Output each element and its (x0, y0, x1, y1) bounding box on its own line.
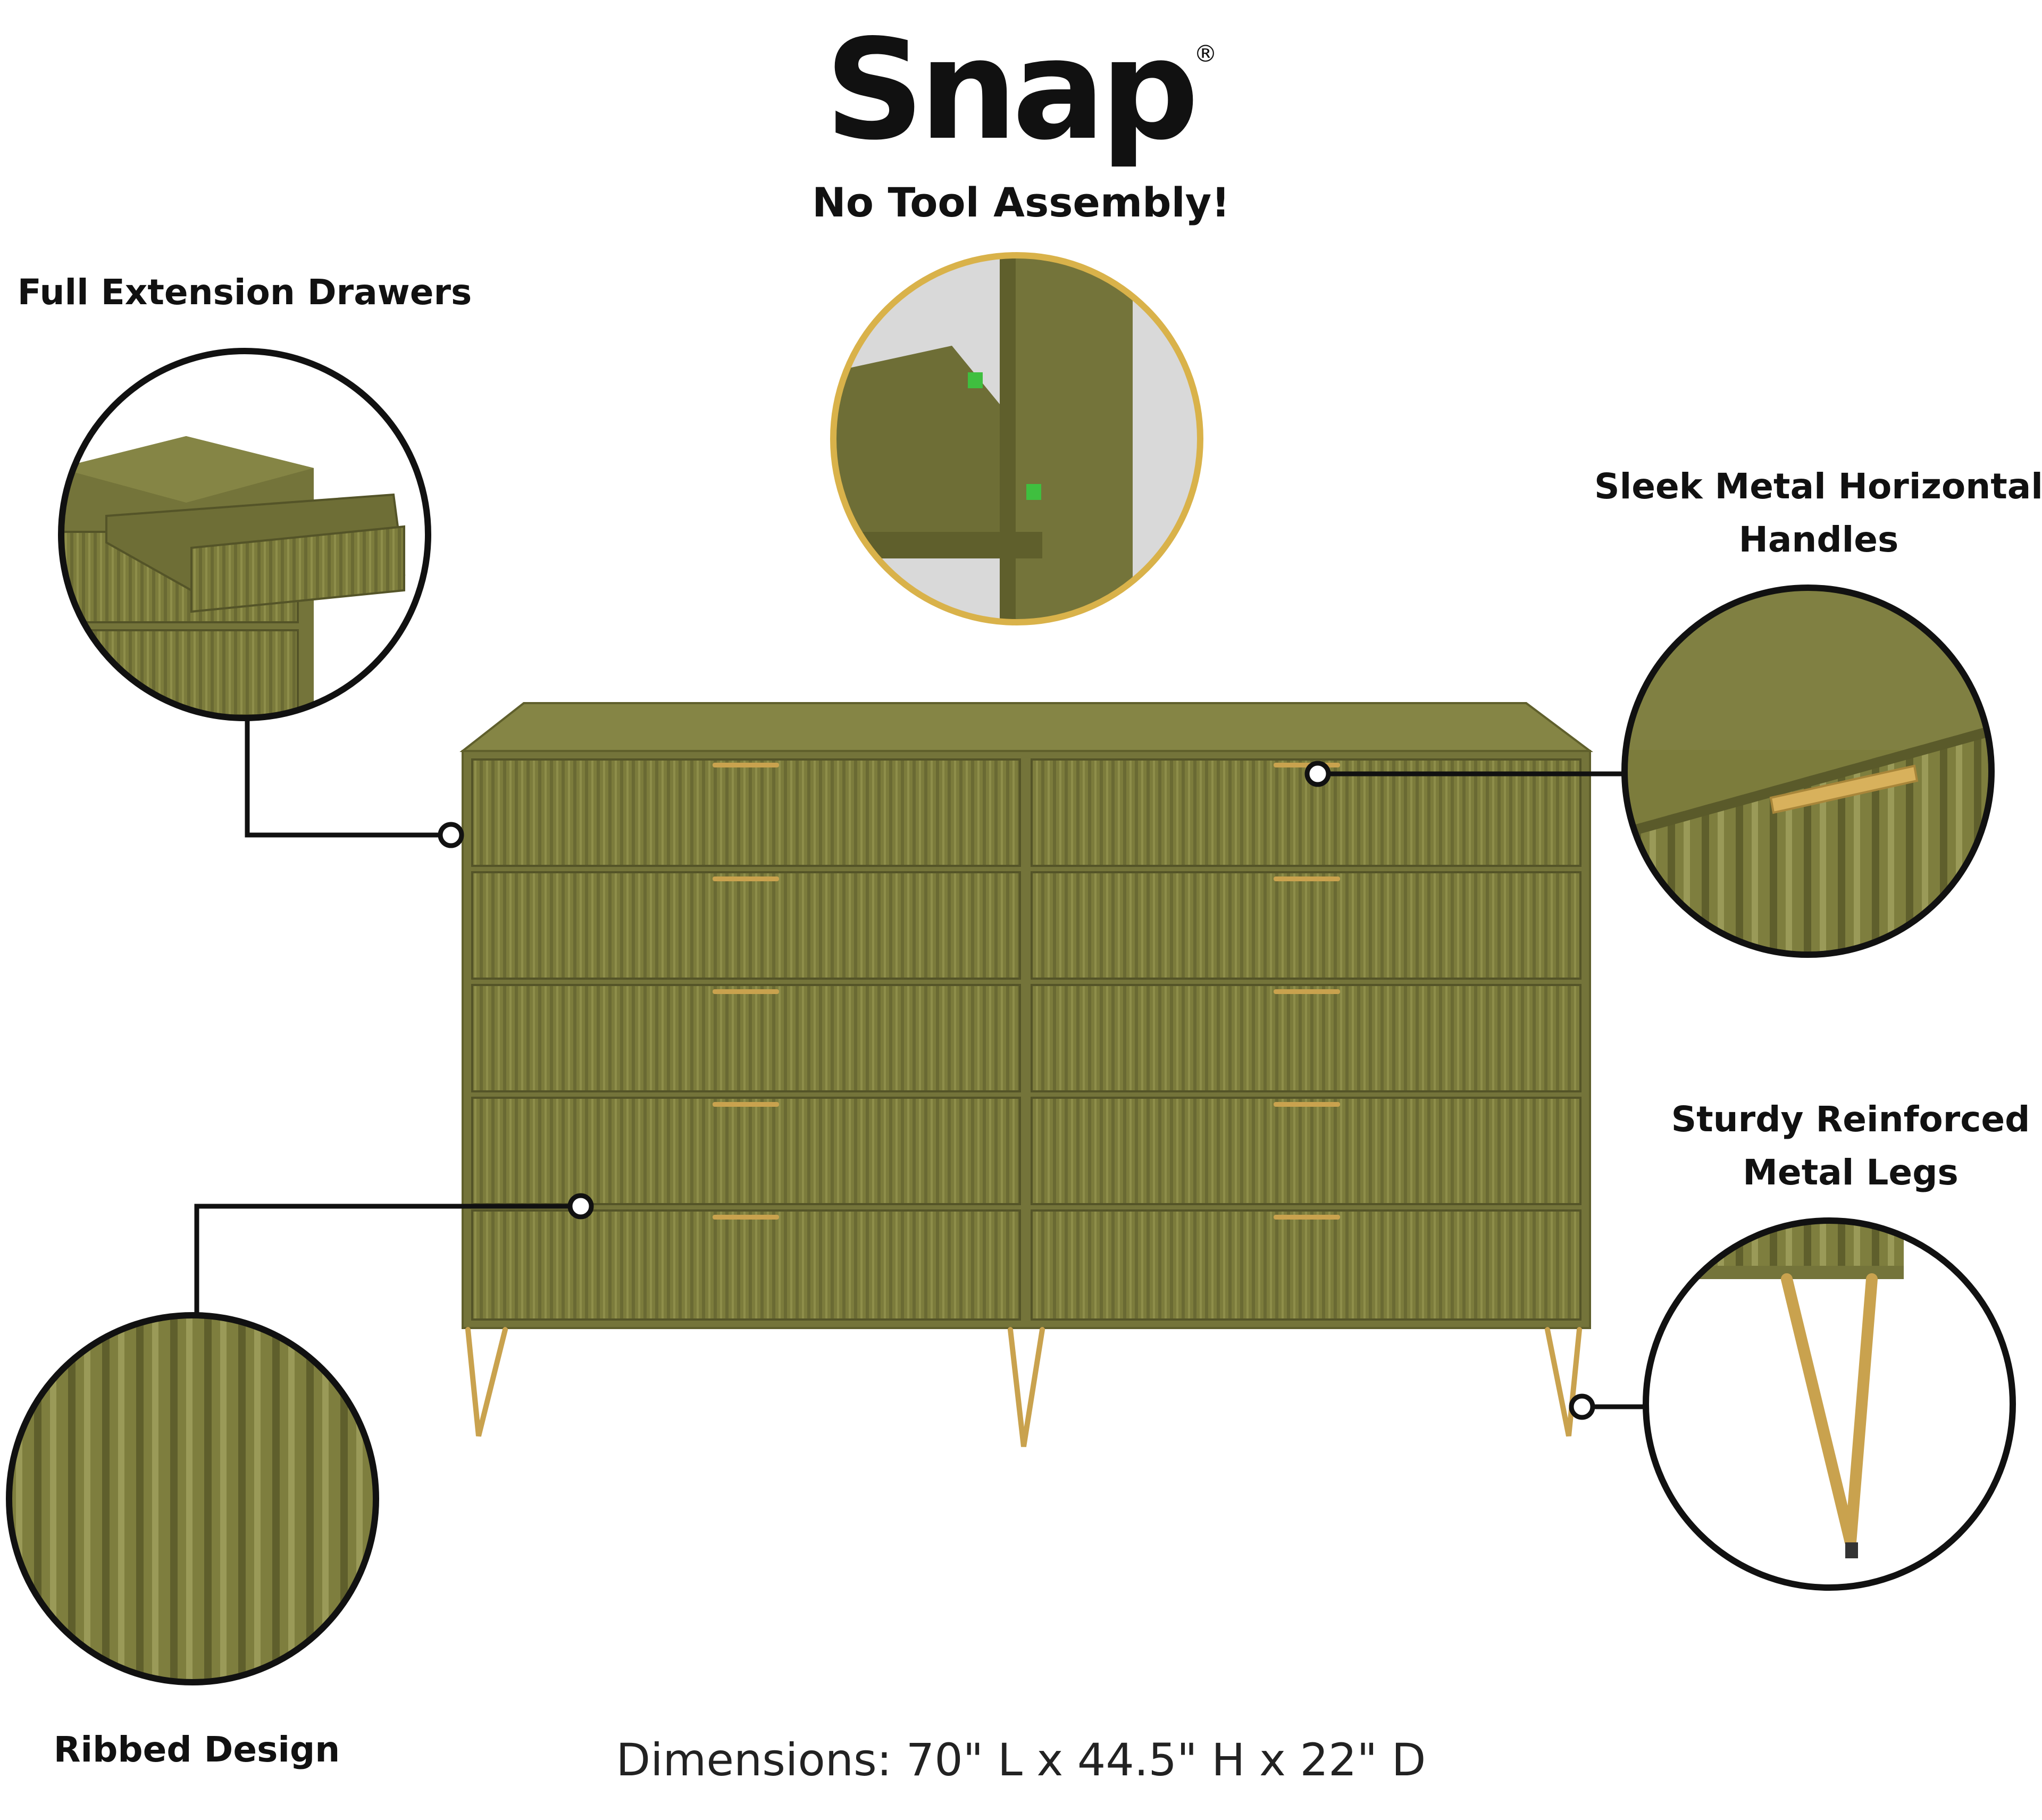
drawer-handles (713, 763, 1340, 1220)
label-ribbed-design: Ribbed Design (53, 1729, 340, 1770)
dresser (459, 702, 1593, 1447)
right-drawers (1031, 758, 1581, 1321)
dimensions-text: Dimensions: 70" L x 44.5" H x 22" D (616, 1734, 1426, 1786)
tagline: No Tool Assembly! (812, 179, 1230, 226)
detail-circle-snap-joint (830, 252, 1203, 625)
callout-dots (438, 761, 1595, 1420)
dresser-legs (465, 1327, 1582, 1447)
label-full-extension-drawers: Full Extension Drawers (17, 272, 472, 313)
label-legs-line2: Metal Legs (1743, 1152, 1959, 1193)
detail-circle-handles (1621, 585, 1995, 958)
detail-circle-ribbed (6, 1312, 379, 1685)
brand-logo: Snap® (825, 10, 1217, 171)
label-legs-line1: Sturdy Reinforced (1671, 1099, 2030, 1140)
detail-circle-legs (1643, 1217, 2016, 1591)
left-drawers (471, 758, 1021, 1321)
label-handles-line2: Handles (1738, 519, 1899, 560)
detail-circle-drawers (58, 348, 431, 721)
callout-lines (194, 717, 1646, 1409)
dresser-top (459, 702, 1593, 752)
label-handles-line1: Sleek Metal Horizontal (1594, 466, 2042, 507)
